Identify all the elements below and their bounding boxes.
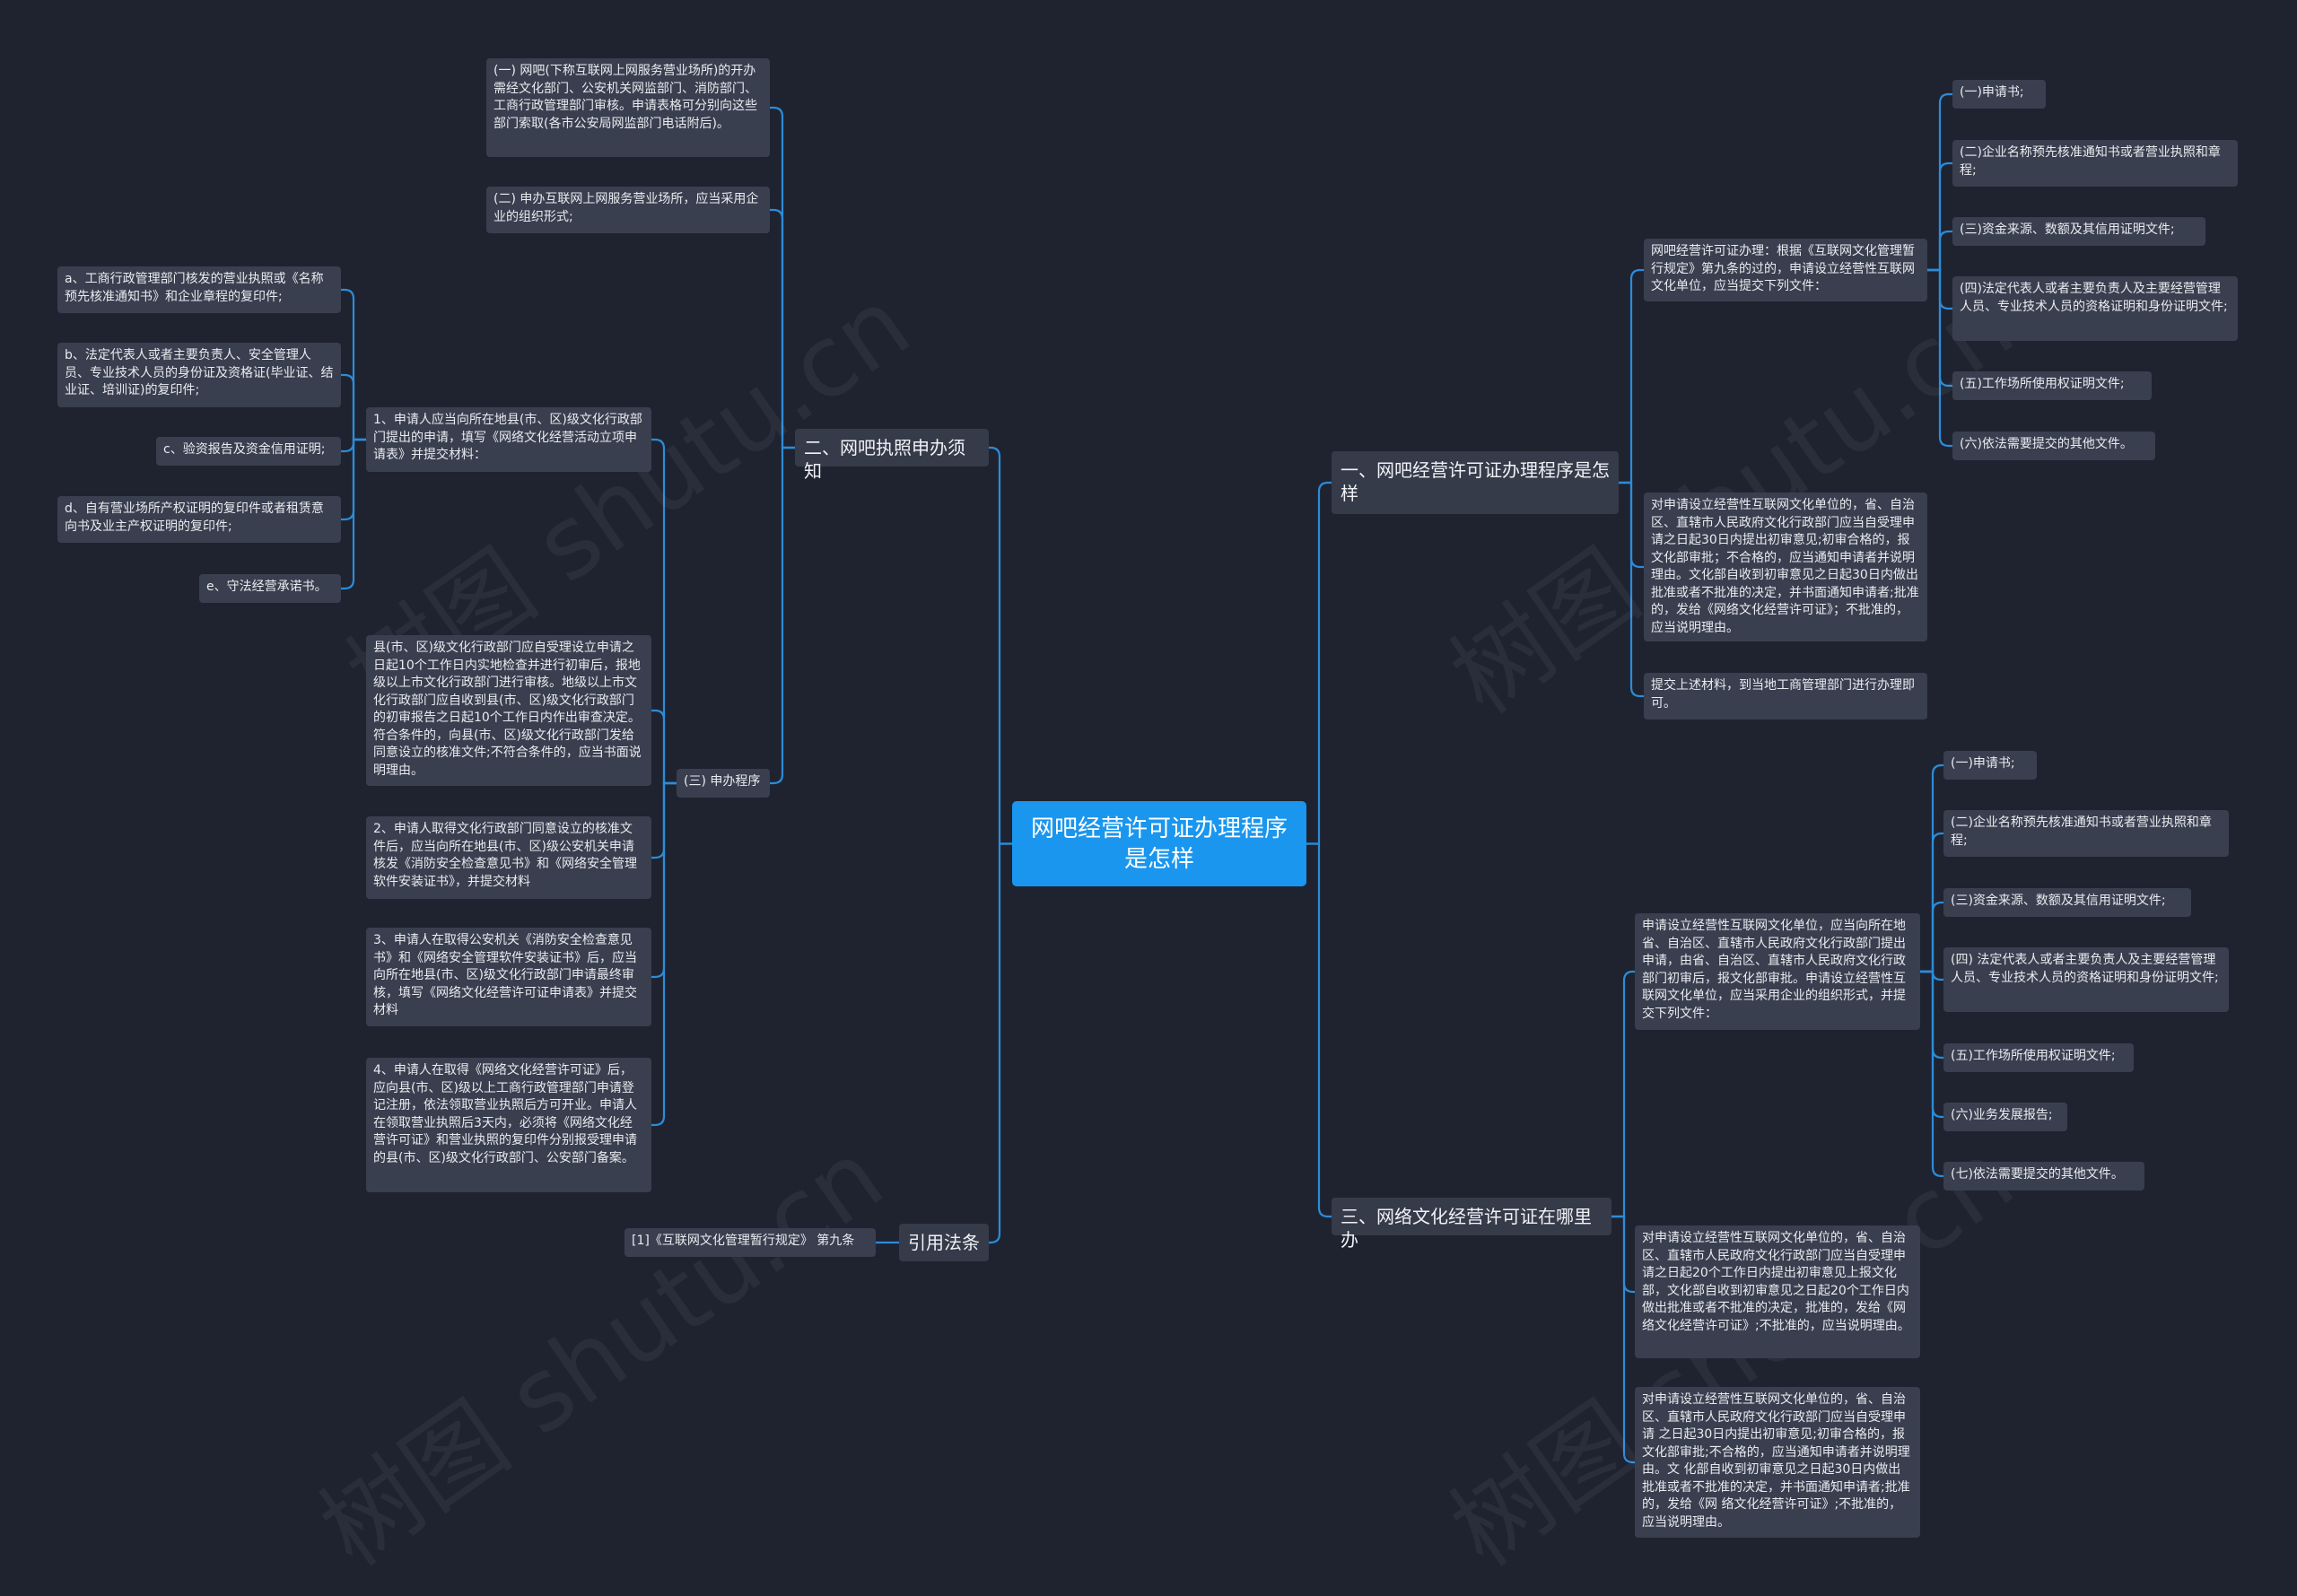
connector	[651, 781, 677, 1127]
branch-3-doc-5[interactable]: (五)工作场所使用权证明文件;	[1943, 1043, 2134, 1072]
branch-3-title[interactable]: 三、网络文化经营许可证在哪里办	[1332, 1198, 1611, 1251]
connector	[1619, 481, 1644, 698]
connector	[770, 106, 795, 449]
branch-2-title[interactable]: 二、网吧执照申办须知	[795, 429, 989, 482]
connector	[1920, 832, 1943, 973]
connector	[1927, 268, 1952, 310]
connector	[341, 438, 366, 590]
branch-2-procedure[interactable]: (三) 申办程序	[677, 769, 770, 798]
connector	[1920, 970, 1943, 1060]
branch-1-review[interactable]: 对申请设立经营性互联网文化单位的，省、自治区、直辖市人民政府文化行政部门应当自受…	[1644, 493, 1927, 641]
branch-3-doc-7[interactable]: (七)依法需要提交的其他文件。	[1943, 1162, 2144, 1190]
branch-1-title[interactable]: 一、网吧经营许可证办理程序是怎样	[1332, 451, 1619, 514]
branch-1-doc-2[interactable]: (二)企业名称预先核准通知书或者营业执照和章程;	[1952, 140, 2238, 187]
branch-4-title[interactable]: 引用法条	[899, 1224, 989, 1261]
step-3[interactable]: 3、申请人在取得公安机关《消防安全检查意见书》和《网络安全管理软件安装证书》后，…	[366, 928, 651, 1026]
connector	[341, 438, 366, 521]
connector	[651, 781, 677, 979]
connector	[1927, 268, 1952, 448]
connector	[341, 288, 366, 441]
branch-1-doc-1[interactable]: (一)申请书;	[1952, 80, 2046, 109]
step-1-item-d[interactable]: d、自有营业场所产权证明的复印件或者租赁意向书及业主产权证明的复印件;	[57, 496, 341, 543]
branch-3-review-30-days[interactable]: 对申请设立经营性互联网文化单位的，省、自治区、直辖市人民政府文化行政部门应当自受…	[1635, 1387, 1920, 1538]
branch-1-doc-3[interactable]: (三)资金来源、数额及其信用证明文件;	[1952, 217, 2205, 246]
branch-3-doc-3[interactable]: (三)资金来源、数额及其信用证明文件;	[1943, 888, 2191, 917]
step-2[interactable]: 2、申请人取得文化行政部门同意设立的核准文件后，应当向所在地县(市、区)级公安机…	[366, 816, 651, 899]
connector	[1306, 481, 1332, 845]
step-1-item-b[interactable]: b、法定代表人或者主要负责人、安全管理人员、专业技术人员的身份证及资格证(毕业证…	[57, 343, 341, 407]
connector	[1611, 970, 1635, 1218]
connector	[341, 438, 366, 453]
step-4[interactable]: 4、申请人在取得《网络文化经营许可证》后，应向县(市、区)级以上工商行政管理部门…	[366, 1058, 651, 1192]
branch-1-submit[interactable]: 提交上述材料，到当地工商管理部门进行办理即可。	[1644, 673, 1927, 720]
connector	[1306, 842, 1332, 1218]
connector	[1927, 161, 1952, 272]
connector	[1920, 901, 1943, 973]
step-1-item-c[interactable]: c、验资报告及资金信用证明;	[156, 437, 341, 466]
branch-3-intro[interactable]: 申请设立经营性互联网文化单位，应当向所在地省、自治区、直辖市人民政府文化行政部门…	[1635, 913, 1920, 1030]
connector	[1920, 970, 1943, 1178]
step-1-item-a[interactable]: a、工商行政管理部门核发的营业执照或《名称预先核准通知书》和企业章程的复印件;	[57, 266, 341, 313]
connector	[770, 446, 795, 785]
connector	[1927, 268, 1952, 388]
connector	[1619, 481, 1644, 569]
reference-citation[interactable]: [1]《互联网文化管理暂行规定》 第九条	[624, 1228, 876, 1257]
branch-2-point-2[interactable]: (二) 申办互联网上网服务营业场所，应当采用企业的组织形式;	[486, 187, 770, 233]
connector	[770, 208, 795, 449]
step-1-item-e[interactable]: e、守法经营承诺书。	[199, 574, 341, 603]
branch-1-doc-5[interactable]: (五)工作场所使用权证明文件;	[1952, 371, 2152, 400]
connector	[1920, 970, 1943, 1119]
connector	[1920, 763, 1943, 973]
branch-1-doc-6[interactable]: (六)依法需要提交的其他文件。	[1952, 432, 2155, 460]
connector	[1920, 970, 1943, 981]
connector	[1927, 92, 1952, 272]
connector	[651, 438, 677, 785]
connector	[1927, 230, 1952, 272]
connector	[651, 781, 677, 859]
root-topic[interactable]: 网吧经营许可证办理程序是怎样	[1012, 801, 1306, 886]
branch-2-point-1[interactable]: (一) 网吧(下称互联网上网服务营业场所)的开办需经文化部门、公安机关网监部门、…	[486, 58, 770, 157]
branch-1-doc-4[interactable]: (四)法定代表人或者主要负责人及主要经营管理人员、专业技术人员的资格证明和身份证…	[1952, 276, 2238, 341]
county-review[interactable]: 县(市、区)级文化行政部门应自受理设立申请之日起10个工作日内实地检查并进行初审…	[366, 635, 651, 786]
connector	[989, 842, 1012, 1244]
branch-3-doc-4[interactable]: (四) 法定代表人或者主要负责人及主要经营管理人员、专业技术人员的资格证明和身份…	[1943, 947, 2229, 1012]
branch-3-review-20-days[interactable]: 对申请设立经营性互联网文化单位的，省、自治区、直辖市人民政府文化行政部门应当自受…	[1635, 1225, 1920, 1358]
connector	[1611, 1215, 1635, 1294]
branch-3-doc-1[interactable]: (一)申请书;	[1943, 751, 2037, 780]
connector	[1619, 268, 1644, 484]
step-1[interactable]: 1、申请人应当向所在地县(市、区)级文化行政部门提出的申请，填写《网络文化经营活…	[366, 407, 651, 472]
connector	[651, 709, 677, 785]
branch-3-doc-2[interactable]: (二)企业名称预先核准通知书或者营业执照和章程;	[1943, 810, 2229, 857]
branch-1-intro[interactable]: 网吧经营许可证办理：根据《互联网文化管理暂行规定》第九条的过的，申请设立经营性互…	[1644, 239, 1927, 301]
connector	[989, 446, 1012, 845]
connector	[341, 373, 366, 441]
branch-3-doc-6[interactable]: (六)业务发展报告;	[1943, 1103, 2067, 1131]
connector	[1611, 1215, 1635, 1464]
